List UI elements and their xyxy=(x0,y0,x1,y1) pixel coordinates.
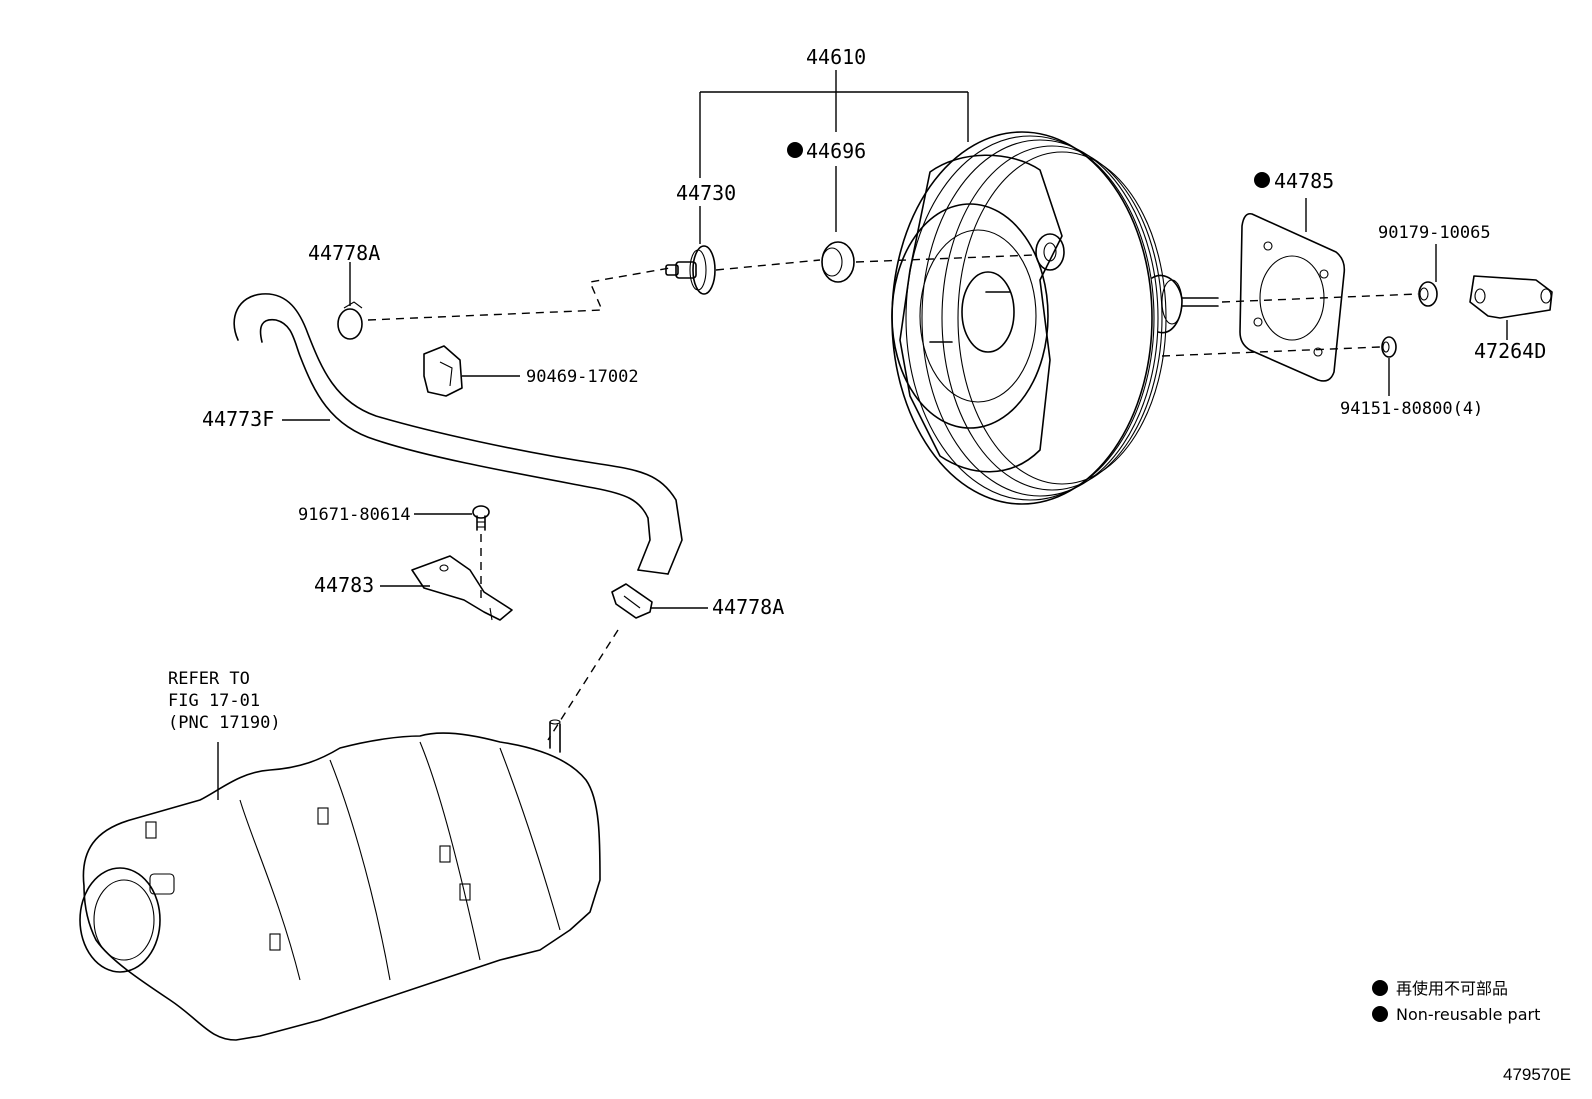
label-47264D: 47264D xyxy=(1474,339,1546,363)
refer-note-line3: (PNC 17190) xyxy=(168,713,281,733)
vacuum-hose xyxy=(233,293,683,575)
label-44778A-upper: 44778A xyxy=(308,241,380,265)
legend-dot-english xyxy=(1372,1006,1388,1022)
label-94151-80800: 94151-80800(4) xyxy=(1340,399,1483,419)
non-reusable-dot-44785 xyxy=(1254,172,1270,188)
check-valve xyxy=(665,245,716,295)
hose-clamp xyxy=(423,345,463,397)
label-44783: 44783 xyxy=(314,573,374,597)
label-90179-10065: 90179-10065 xyxy=(1378,223,1491,243)
label-90469-17002: 90469-17002 xyxy=(526,367,639,387)
refer-note-line2: FIG 17-01 xyxy=(168,691,260,711)
assembly-lines xyxy=(367,254,1419,741)
legend-english: Non-reusable part xyxy=(1396,1005,1540,1024)
leader-lines xyxy=(217,198,1508,800)
label-91671-80614: 91671-80614 xyxy=(298,505,411,525)
figure-code: 479570E xyxy=(1503,1065,1571,1084)
brake-booster xyxy=(891,131,1219,505)
nut-upper xyxy=(1418,281,1438,307)
label-44785: 44785 xyxy=(1274,169,1334,193)
label-44610: 44610 xyxy=(806,45,866,69)
bracket xyxy=(411,555,513,621)
legend-dot-japanese xyxy=(1372,980,1388,996)
intake-manifold xyxy=(79,719,601,1041)
label-44730: 44730 xyxy=(676,181,736,205)
label-44696: 44696 xyxy=(806,139,866,163)
non-reusable-dot-44696 xyxy=(787,142,803,158)
label-44778A-lower: 44778A xyxy=(712,595,784,619)
clip-lower xyxy=(611,583,653,619)
refer-note-line1: REFER TO xyxy=(168,669,250,689)
clip-upper xyxy=(337,301,363,340)
nut-lower xyxy=(1381,336,1397,358)
bolt xyxy=(472,505,490,531)
label-44773F: 44773F xyxy=(202,407,274,431)
assembly-leader xyxy=(699,70,969,244)
gasket xyxy=(1239,212,1346,382)
legend: 再使用不可部品 Non-reusable part xyxy=(1372,979,1540,1024)
legend-japanese: 再使用不可部品 xyxy=(1396,979,1508,998)
clevis xyxy=(1469,275,1553,319)
grommet xyxy=(821,241,855,283)
